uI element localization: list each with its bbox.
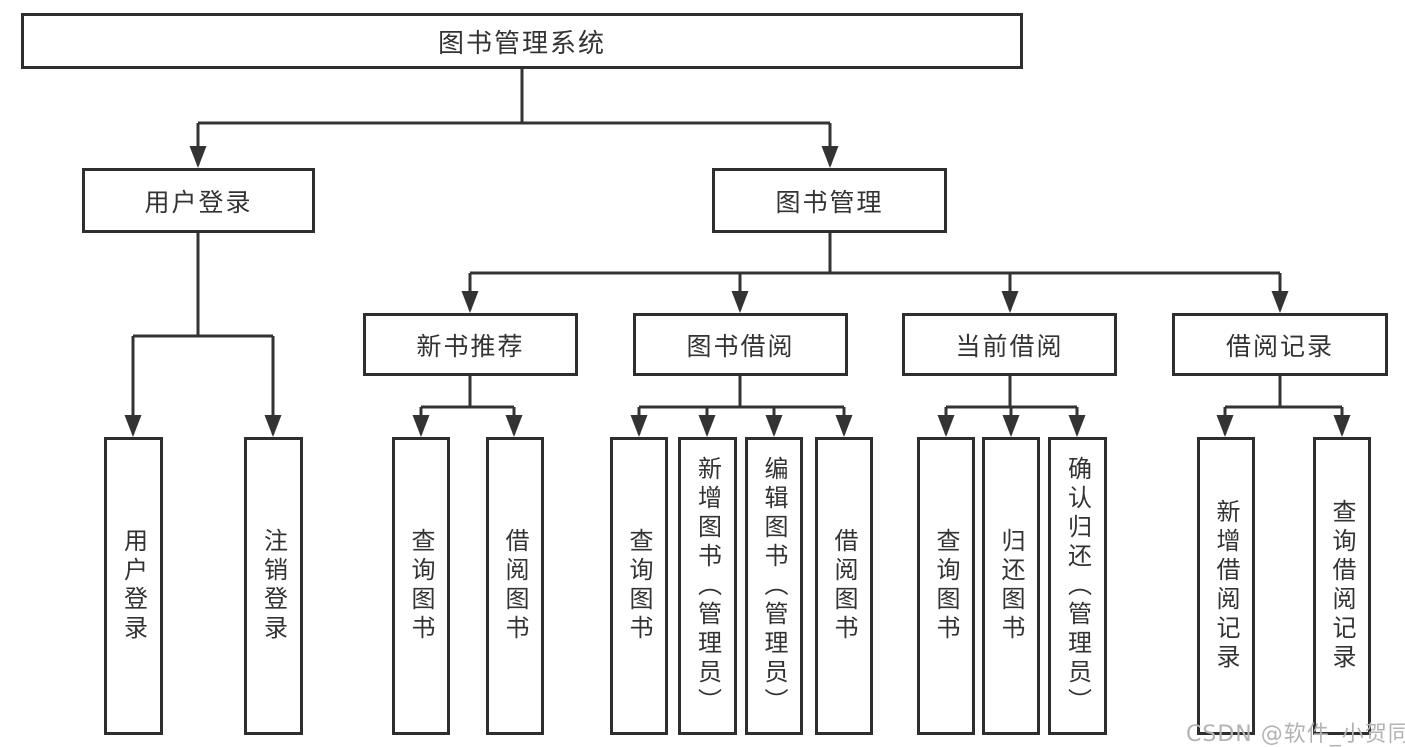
arrowhead-icons: [124, 146, 1351, 437]
leaf-label: 编辑图书（管理员）: [760, 455, 788, 717]
leaf-label: 借阅图书: [501, 528, 529, 644]
leaf-edit-book-admin: 编辑图书（管理员）: [745, 437, 803, 735]
leaf-return-book: 归还图书: [982, 437, 1040, 735]
leaf-label: 查询图书: [407, 528, 435, 644]
leaf-label: 查询图书: [625, 528, 653, 644]
node-label: 图书管理系统: [437, 28, 606, 59]
node-book-management-branch: 图书管理: [712, 168, 947, 233]
node-new-book-recommend: 新书推荐: [363, 313, 578, 376]
node-label: 用户登录: [144, 187, 253, 217]
node-library-management-system: 图书管理系统: [21, 13, 1023, 69]
leaf-label: 借阅图书: [830, 528, 858, 644]
csdn-watermark: CSDN @软件_小贺同学: [1186, 722, 1405, 747]
leaf-label: 查询借阅记录: [1328, 499, 1356, 673]
node-label: 图书管理: [775, 187, 884, 217]
node-label: 图书借阅: [686, 331, 795, 361]
leaf-label: 查询图书: [932, 528, 960, 644]
node-label: 当前借阅: [955, 331, 1064, 361]
leaf-label: 确认归还（管理员）: [1063, 455, 1092, 717]
leaf-label: 新增图书（管理员）: [693, 455, 722, 717]
node-book-borrow: 图书借阅: [633, 313, 848, 376]
leaf-user-login: 用户登录: [104, 437, 163, 735]
node-label: 新书推荐: [416, 331, 525, 361]
leaf-query-book-recommend: 查询图书: [392, 437, 450, 735]
node-label: 借阅记录: [1225, 331, 1334, 361]
leaf-query-borrow-record: 查询借阅记录: [1313, 437, 1371, 735]
leaf-label: 新增借阅记录: [1212, 499, 1240, 673]
leaf-query-book-current: 查询图书: [917, 437, 975, 735]
node-current-borrow: 当前借阅: [902, 313, 1117, 376]
node-user-login-branch: 用户登录: [82, 168, 315, 233]
leaf-add-book-admin: 新增图书（管理员）: [678, 437, 737, 735]
leaf-borrow-book: 借阅图书: [815, 437, 873, 735]
leaf-add-borrow-record: 新增借阅记录: [1197, 437, 1255, 735]
node-borrow-record: 借阅记录: [1172, 313, 1388, 376]
leaf-logout: 注销登录: [244, 437, 303, 735]
leaf-confirm-return-admin: 确认归还（管理员）: [1048, 437, 1107, 735]
leaf-borrow-book-recommend: 借阅图书: [486, 437, 544, 735]
leaf-label: 用户登录: [119, 528, 148, 644]
leaf-query-book-borrow: 查询图书: [610, 437, 668, 735]
leaf-label: 注销登录: [259, 528, 288, 644]
leaf-label: 归还图书: [997, 528, 1025, 644]
